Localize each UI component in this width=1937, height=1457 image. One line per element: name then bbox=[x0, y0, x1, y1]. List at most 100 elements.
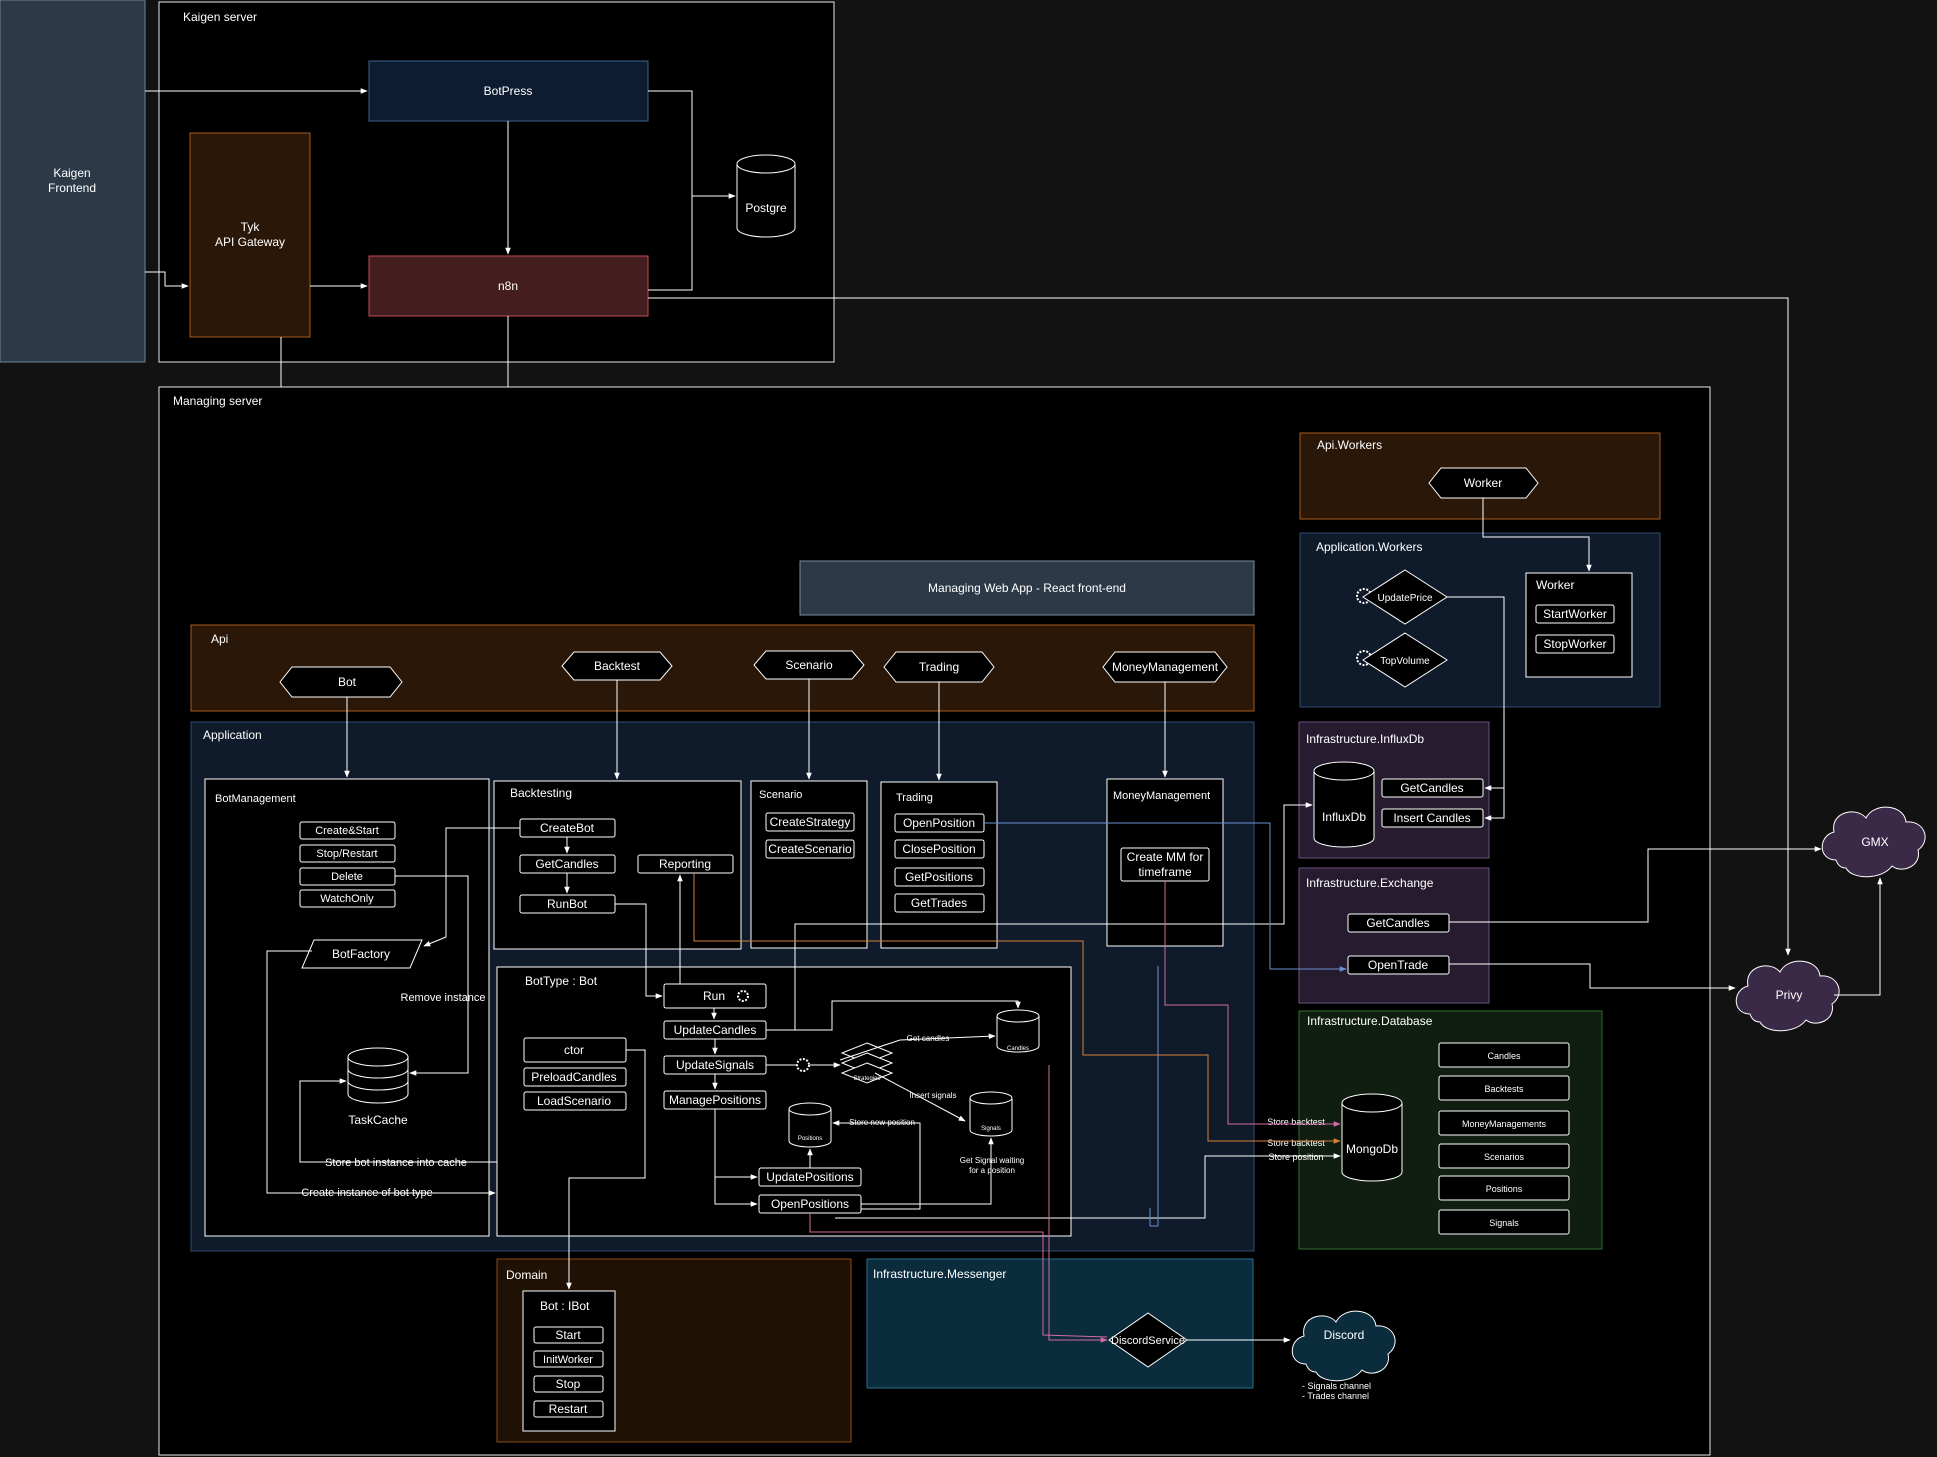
botmanagement-action-delete[interactable]: Delete bbox=[299, 867, 396, 886]
botmanagement-action-stop-restart[interactable]: Stop/Restart bbox=[299, 844, 396, 863]
collection-positions[interactable]: Positions bbox=[1438, 1175, 1570, 1201]
influxdb-db-label: InfluxDb bbox=[1322, 810, 1366, 824]
managing-web-app-box[interactable] bbox=[799, 560, 1255, 616]
api-endpoint-trading[interactable]: Trading bbox=[883, 651, 995, 683]
gettrades-action[interactable]: GetTrades bbox=[894, 893, 985, 913]
store-cache-label: Store bot instance into cache bbox=[325, 1157, 467, 1169]
remove-instance-label: Remove instance bbox=[401, 992, 486, 1004]
exchange-title: Infrastructure.Exchange bbox=[1306, 876, 1434, 890]
updatesignals-action[interactable]: UpdateSignals bbox=[663, 1055, 767, 1075]
api-endpoint-scenario-label: Scenario bbox=[785, 658, 833, 672]
create-mm-action[interactable]: Create MM for timeframe bbox=[1120, 847, 1210, 882]
collection-label: Candles bbox=[1487, 1051, 1521, 1061]
tyk-gateway-box[interactable] bbox=[189, 132, 311, 338]
stopworker-action[interactable]: StopWorker bbox=[1535, 634, 1615, 654]
reporting-action[interactable]: Reporting bbox=[637, 854, 734, 874]
api-endpoint-bot[interactable]: Bot bbox=[279, 666, 403, 698]
insert-signals-label: Insert signals bbox=[909, 1091, 956, 1100]
loadscenario-action[interactable]: LoadScenario bbox=[523, 1091, 627, 1111]
api-endpoint-bot-label: Bot bbox=[338, 675, 357, 689]
startworker-label: StartWorker bbox=[1543, 607, 1607, 621]
mongodb-db[interactable]: MongoDb bbox=[1341, 1093, 1403, 1182]
gmx-cloud[interactable]: GMX bbox=[1821, 806, 1926, 878]
preloadcandles-action[interactable]: PreloadCandles bbox=[523, 1067, 627, 1087]
domain-method-stop[interactable]: Stop bbox=[533, 1375, 604, 1393]
domain-method-start[interactable]: Start bbox=[533, 1326, 604, 1344]
collection-backtests[interactable]: Backtests bbox=[1438, 1075, 1570, 1101]
createstrategy-action[interactable]: CreateStrategy bbox=[765, 812, 855, 832]
discordservice-node[interactable]: DiscordService bbox=[1108, 1312, 1188, 1368]
strategies-stack: Strategies bbox=[840, 1042, 894, 1084]
createbot-action[interactable]: CreateBot bbox=[519, 818, 616, 838]
collection-moneymanagements[interactable]: MoneyManagements bbox=[1438, 1110, 1570, 1136]
preloadcandles-label: PreloadCandles bbox=[531, 1070, 616, 1084]
updatecandles-action[interactable]: UpdateCandles bbox=[663, 1020, 767, 1040]
create-mm-label-2: timeframe bbox=[1138, 865, 1192, 879]
botpress-box[interactable] bbox=[368, 60, 649, 122]
runbot-action[interactable]: RunBot bbox=[519, 894, 616, 914]
kaigen-frontend-label: Kaigen bbox=[53, 166, 90, 180]
domain-method-initworker[interactable]: InitWorker bbox=[533, 1350, 604, 1368]
closeposition-action[interactable]: ClosePosition bbox=[894, 839, 985, 859]
backtest-getcandles-label: GetCandles bbox=[535, 857, 598, 871]
backtest-getcandles-action[interactable]: GetCandles bbox=[519, 854, 616, 874]
create-mm-label: Create MM for bbox=[1127, 850, 1204, 864]
updateprice-node[interactable]: UpdatePrice bbox=[1362, 569, 1448, 625]
gear-icon bbox=[737, 990, 749, 1002]
managing-server-title: Managing server bbox=[173, 394, 262, 408]
n8n-box[interactable] bbox=[368, 255, 649, 317]
n8n-label: n8n bbox=[498, 279, 518, 293]
collection-candles[interactable]: Candles bbox=[1438, 1042, 1570, 1068]
updatepositions-action[interactable]: UpdatePositions bbox=[758, 1167, 862, 1187]
store-backtest-label: Store backtest bbox=[1267, 1117, 1325, 1127]
kaigen-frontend-box[interactable] bbox=[0, 0, 146, 363]
api-endpoint-moneymanagement-label: MoneyManagement bbox=[1112, 660, 1219, 674]
influxdb-db[interactable]: InfluxDb bbox=[1313, 761, 1375, 848]
createscenario-action[interactable]: CreateScenario bbox=[765, 839, 855, 859]
getpositions-action[interactable]: GetPositions bbox=[894, 867, 985, 887]
collection-signals[interactable]: Signals bbox=[1438, 1209, 1570, 1235]
scenario-title: Scenario bbox=[759, 789, 802, 801]
influx-insertcandles-action[interactable]: Insert Candles bbox=[1381, 808, 1484, 828]
updateprice-label: UpdatePrice bbox=[1377, 593, 1432, 604]
colored-connectors bbox=[693, 822, 1347, 1343]
managepositions-action[interactable]: ManagePositions bbox=[663, 1090, 767, 1110]
opentrade-action[interactable]: OpenTrade bbox=[1347, 955, 1450, 975]
collection-scenarios[interactable]: Scenarios bbox=[1438, 1143, 1570, 1169]
api-endpoint-moneymanagement[interactable]: MoneyManagement bbox=[1102, 651, 1228, 683]
run-action[interactable]: Run bbox=[663, 983, 767, 1009]
mongodb-label: MongoDb bbox=[1346, 1142, 1398, 1156]
discord-note-signals: - Signals channel bbox=[1302, 1381, 1371, 1391]
api-endpoint-scenario[interactable]: Scenario bbox=[753, 650, 865, 680]
tyk-gateway-label-2: API Gateway bbox=[215, 235, 285, 249]
api-endpoint-backtest[interactable]: Backtest bbox=[561, 651, 673, 681]
exchange-getcandles-action[interactable]: GetCandles bbox=[1347, 913, 1450, 933]
taskcache-db[interactable]: TaskCache bbox=[347, 1047, 409, 1127]
topvolume-node[interactable]: TopVolume bbox=[1362, 632, 1448, 688]
discord-note-trades: - Trades channel bbox=[1302, 1391, 1369, 1401]
botfactory-node[interactable]: BotFactory bbox=[301, 939, 423, 969]
domain-method-label: Restart bbox=[549, 1402, 588, 1416]
updatecandles-label: UpdateCandles bbox=[674, 1023, 757, 1037]
botmanagement-action-create-start[interactable]: Create&Start bbox=[299, 821, 396, 840]
postgre-db[interactable]: Postgre bbox=[736, 154, 796, 238]
runbot-label: RunBot bbox=[547, 897, 588, 911]
backtesting-title: Backtesting bbox=[510, 786, 572, 800]
api-worker-label: Worker bbox=[1464, 476, 1502, 490]
startworker-action[interactable]: StartWorker bbox=[1535, 604, 1615, 624]
privy-cloud[interactable]: Privy bbox=[1735, 960, 1840, 1032]
reporting-label: Reporting bbox=[659, 857, 711, 871]
discordservice-label: DiscordService bbox=[1111, 1335, 1185, 1347]
openpositions-action[interactable]: OpenPositions bbox=[758, 1194, 862, 1214]
application-workers-title: Application.Workers bbox=[1316, 540, 1423, 554]
managepositions-label: ManagePositions bbox=[669, 1093, 761, 1107]
discord-cloud[interactable]: Discord bbox=[1291, 1310, 1396, 1382]
openposition-action[interactable]: OpenPosition bbox=[894, 813, 985, 833]
managing-connectors bbox=[266, 498, 1883, 1343]
api-worker-node[interactable]: Worker bbox=[1428, 467, 1539, 499]
ctor-action[interactable]: ctor bbox=[523, 1037, 627, 1063]
worker-panel bbox=[1525, 572, 1633, 678]
domain-method-restart[interactable]: Restart bbox=[533, 1400, 604, 1418]
botmanagement-action-watchonly[interactable]: WatchOnly bbox=[299, 889, 396, 908]
influx-getcandles-action[interactable]: GetCandles bbox=[1381, 778, 1484, 798]
